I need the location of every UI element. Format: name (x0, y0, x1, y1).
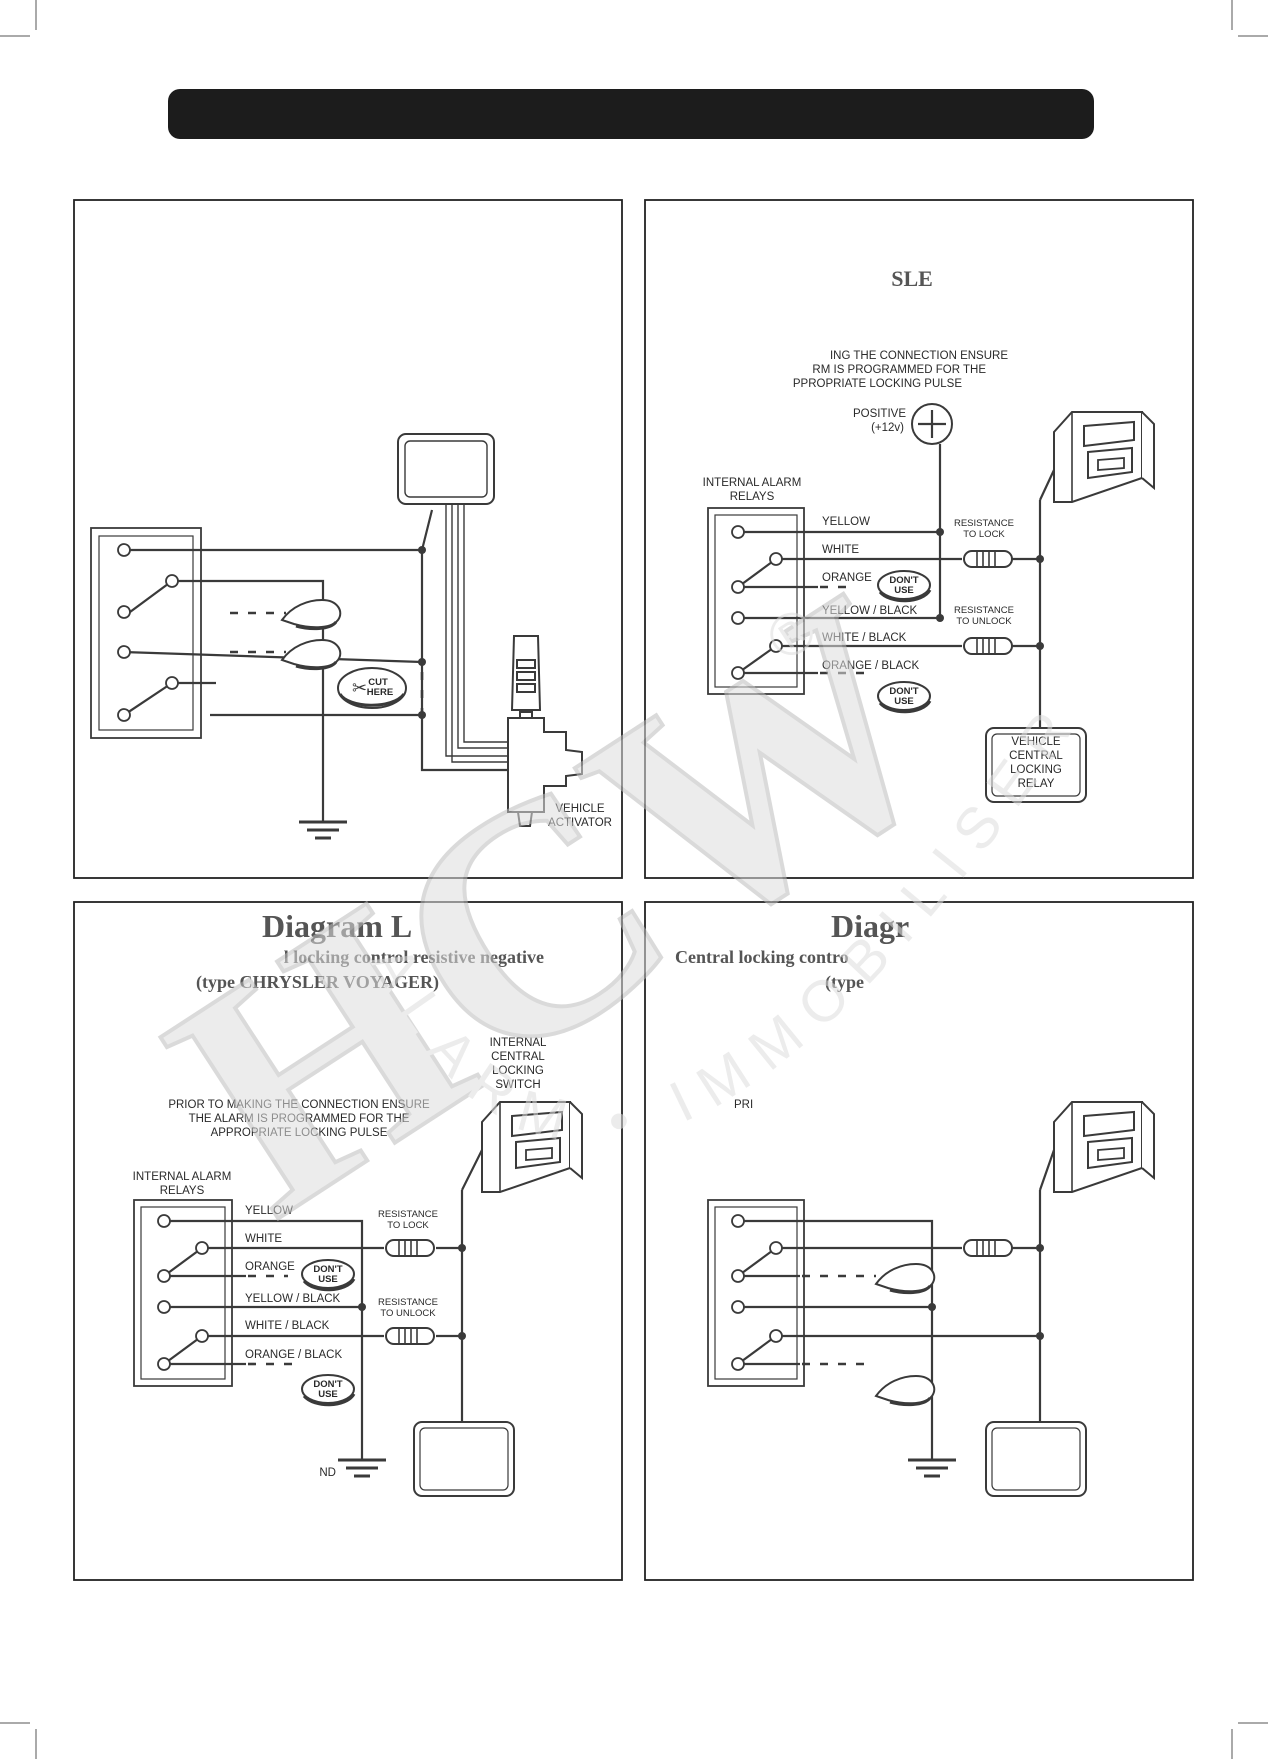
tr-relay-label-1: VEHICLE (1011, 736, 1061, 748)
tr-wire-white-black: WHITE / BLACK (822, 632, 907, 644)
br-title: Diagr (831, 908, 909, 944)
hcw-watermark: HCW ® ALARM • IMMOBILISER (112, 524, 1076, 1283)
positive-label-2: (+12v) (871, 422, 904, 434)
tr-wire-orange: ORANGE (822, 572, 872, 584)
tr-dont-use-badge-1: DON'T USE (877, 570, 932, 603)
bl-dont-use-2a: DON'T (313, 1379, 342, 1390)
tr-dont-use-2a: DON'T (889, 686, 918, 697)
br-vehicle-box (985, 1421, 1087, 1497)
tr-wire-yellow: YELLOW (822, 516, 870, 528)
bl-dont-use-1a: DON'T (313, 1264, 342, 1275)
bl-res-unlock-2: TO UNLOCK (380, 1308, 436, 1319)
tr-wire-orange-black: ORANGE / BLACK (822, 660, 919, 672)
br-relay-block (707, 1199, 805, 1387)
panel-top-left (73, 199, 623, 879)
tr-wire-yellow-black: YELLOW / BLACK (822, 605, 918, 617)
tr-res-unlock-1: RESISTANCE (954, 605, 1014, 616)
bl-dont-use-1b: USE (318, 1274, 338, 1285)
tr-dont-use-1b: USE (894, 585, 914, 596)
br-subtitle-1: Central locking contro (675, 947, 849, 967)
bl-title: Diagram L (262, 908, 412, 944)
positive-label-1: POSITIVE (853, 408, 906, 420)
tr-relays-label-1: INTERNAL ALARM (703, 477, 802, 489)
bl-note-3: APPROPRIATE LOCKING PULSE (211, 1127, 388, 1139)
bl-subtitle-2: (type CHRYSLER VOYAGER) (196, 972, 439, 993)
bl-res-lock-1: RESISTANCE (378, 1209, 438, 1220)
tr-dont-use-2b: USE (894, 696, 914, 707)
bl-switch-label-4: SWITCH (495, 1079, 540, 1091)
alarm-module (397, 433, 495, 505)
diagram-bottom-left: Diagram L l locking control resistive ne… (133, 908, 583, 1497)
tr-wire-white: WHITE (822, 544, 859, 556)
tr-res-lock-1: RESISTANCE (954, 518, 1014, 529)
tr-relay-label-2: CENTRAL (1009, 750, 1063, 762)
bl-dont-use-2b: USE (318, 1389, 338, 1400)
relay-block (90, 527, 202, 739)
bl-dont-use-badge-1: DON'T USE (301, 1259, 356, 1292)
tr-relay-block (707, 507, 805, 695)
br-central-locking-switch (1053, 1101, 1155, 1193)
vehicle-actuator (507, 635, 583, 827)
bl-note-2: THE ALARM IS PROGRAMMED FOR THE (189, 1113, 410, 1125)
bl-vehicle-box (413, 1421, 515, 1497)
bl-wire-orange: ORANGE (245, 1261, 295, 1273)
bl-wire-white: WHITE (245, 1233, 282, 1245)
bl-switch-label-3: LOCKING (492, 1065, 544, 1077)
panel-frames (73, 199, 1194, 1581)
br-note: PRI (734, 1099, 753, 1111)
header-bar (168, 89, 1094, 139)
bl-relays-label-2: RELAYS (160, 1185, 205, 1197)
panel-bottom-right (644, 901, 1194, 1581)
top-right-note-3: PPROPRIATE LOCKING PULSE (793, 378, 962, 390)
vehicle-activator-label-2: ACTIVATOR (548, 817, 612, 829)
vehicle-central-locking-relay (985, 727, 1087, 803)
diagram-top-right: SLE ING THE CONNECTION ENSURE RM IS PROG… (703, 266, 1155, 803)
br-subtitle-2: (type (825, 972, 864, 993)
cut-here-badge: ✂ CUT HERE (337, 667, 407, 709)
top-right-title: SLE (891, 266, 933, 291)
bl-note-1: PRIOR TO MAKING THE CONNECTION ENSURE (168, 1099, 430, 1111)
top-right-note-1: ING THE CONNECTION ENSURE (830, 350, 1008, 362)
bl-relay-block (133, 1199, 233, 1387)
tr-central-locking-switch (1053, 411, 1155, 503)
vehicle-activator-label-1: VEHICLE (555, 803, 605, 815)
bl-switch-label-1: INTERNAL (490, 1037, 547, 1049)
bl-subtitle-1: l locking control resistive negative (284, 947, 544, 967)
tr-res-unlock-2: TO UNLOCK (956, 616, 1012, 627)
scissors-icon: ✂ (352, 678, 367, 698)
cut-here-label-1: CUT (368, 677, 388, 688)
panel-bottom-left (73, 901, 623, 1581)
bl-wire-white-black: WHITE / BLACK (245, 1320, 330, 1332)
diagram-bottom-right: Diagr Central locking contro (type PRI (675, 908, 1155, 1497)
bl-dont-use-badge-2: DON'T USE (301, 1374, 356, 1407)
tr-dont-use-1a: DON'T (889, 575, 918, 586)
panel-top-right (644, 199, 1194, 879)
top-right-note-2: RM IS PROGRAMMED FOR THE (812, 364, 986, 376)
bl-wire-yellow: YELLOW (245, 1205, 293, 1217)
tr-res-lock-2: TO LOCK (963, 529, 1005, 540)
cut-here-label-2: HERE (367, 687, 393, 698)
bl-res-unlock-1: RESISTANCE (378, 1297, 438, 1308)
bl-wire-yellow-black: YELLOW / BLACK (245, 1293, 341, 1305)
positive-terminal-icon (911, 403, 953, 445)
tr-relay-label-3: LOCKING (1010, 764, 1062, 776)
tr-relays-label-2: RELAYS (730, 491, 775, 503)
tr-relay-label-4: RELAY (1018, 778, 1055, 790)
tr-dont-use-badge-2: DON'T USE (877, 681, 932, 714)
bl-switch-label-2: CENTRAL (491, 1051, 545, 1063)
bl-ground-label: ND (319, 1467, 336, 1479)
bl-res-lock-2: TO LOCK (387, 1220, 429, 1231)
bl-relays-label-1: INTERNAL ALARM (133, 1171, 232, 1183)
diagram-top-left: ✂ CUT HERE VEHICLE ACTIVATOR (90, 433, 612, 840)
bl-wire-orange-black: ORANGE / BLACK (245, 1349, 342, 1361)
